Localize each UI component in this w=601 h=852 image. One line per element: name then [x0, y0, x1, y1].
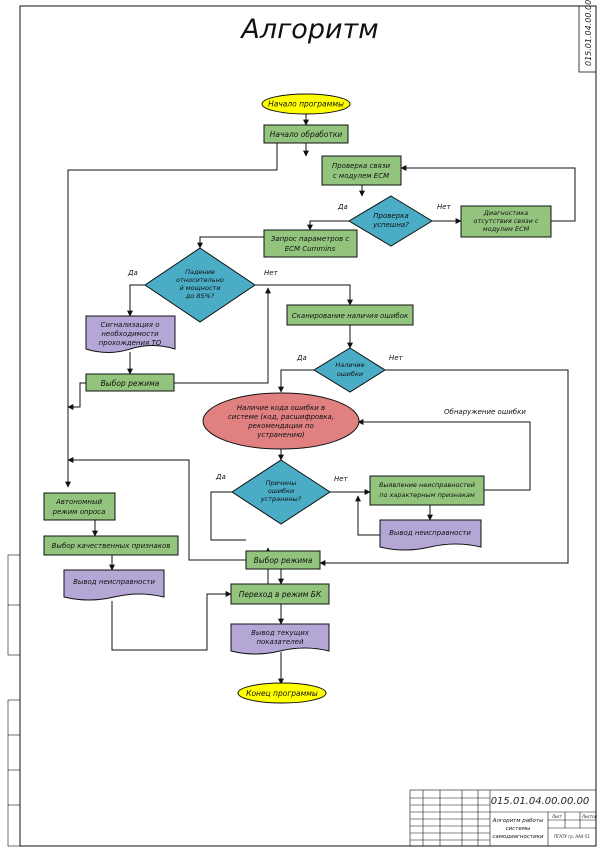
- diag-no-link-line-1: Диагностика: [483, 209, 528, 217]
- error-code-line-4: устранению): [256, 431, 305, 439]
- title-block-doc-code: 015.01.04.00.00.00: [491, 796, 590, 807]
- output-current-document: [230, 623, 330, 655]
- causes-fixed-line-1: Причины: [266, 479, 297, 487]
- check-link-line-2: с модулем ECM: [333, 172, 389, 180]
- title-block-sheet-label: Лист: [551, 814, 563, 819]
- title-block-sheets-label: Листов: [581, 814, 598, 819]
- edge-label-yes-2: Да: [127, 269, 138, 277]
- left-stamp-strip: [7, 554, 21, 847]
- signal-to-line-1: Сигнализация о: [100, 321, 159, 329]
- signal-to-line-2: необходимости: [101, 330, 159, 338]
- mode-select-1-box: [85, 373, 175, 392]
- auto-poll-line-2: режим опроса: [52, 508, 106, 516]
- edge-label-yes-causes: Да: [215, 473, 226, 481]
- power-drop-decision: [144, 247, 256, 323]
- error-code-line-1: Наличие кода ошибки в: [237, 404, 325, 412]
- output-fault-right-label: Вывод неисправности: [389, 529, 471, 537]
- output-fault-left-label: Вывод неисправности: [73, 578, 155, 586]
- causes-fixed-line-3: устранены?: [260, 495, 302, 503]
- quality-select-box: [43, 535, 179, 556]
- causes-fixed-line-2: ошибки: [268, 487, 294, 495]
- has-errors-decision: [313, 347, 386, 393]
- diag-no-link-line-2: отсутствия связи с: [474, 217, 539, 225]
- end-label: Конец программы: [246, 689, 318, 698]
- error-code-line-3: рекомендации по: [247, 422, 314, 430]
- power-drop-line-3: й мощности: [179, 284, 220, 292]
- signal-to-document: [85, 315, 176, 353]
- diag-no-link-box: [460, 205, 552, 238]
- error-code-node: [202, 392, 360, 450]
- check-success-line-1: Проверка: [373, 212, 408, 220]
- end-terminal: [237, 682, 327, 704]
- mode-select-1-label: Выбор режима: [101, 379, 160, 388]
- output-current-line-2: показателей: [256, 638, 304, 646]
- has-errors-line-1: Наличие: [335, 361, 364, 369]
- edge-label-no-4: Нет: [334, 475, 349, 483]
- request-params-line-1: Запрос параметров с: [271, 235, 349, 243]
- signal-to-line-3: прохождения ТО: [99, 339, 162, 347]
- scan-errors-box: [286, 304, 414, 326]
- mode-select-2-box: [245, 550, 321, 570]
- request-params-line-2: ECM Cummins: [285, 245, 336, 253]
- power-drop-line-1: Падение: [185, 268, 215, 276]
- title-block: [409, 789, 597, 847]
- page-title: Алгоритм: [239, 14, 378, 45]
- identify-fault-box: [369, 475, 485, 506]
- drawing-frame: [19, 5, 597, 847]
- identify-fault-line-1: Выявление неисправностей: [379, 481, 475, 489]
- begin-processing-label: Начало обработки: [270, 130, 343, 139]
- title-block-org: ПГАТУ гр. ААХ-51: [554, 834, 590, 839]
- mode-select-2-label: Выбор режима: [254, 556, 313, 565]
- identify-fault-line-2: по характерным признакам: [379, 491, 475, 499]
- title-block-name-line-1: Алгоритм работы: [492, 818, 545, 824]
- check-success-decision: [348, 195, 433, 247]
- auto-poll-line-1: Автономный: [55, 498, 103, 506]
- check-link-box: [321, 155, 402, 186]
- edge-label-yes-3: Да: [296, 354, 307, 362]
- corner-code-box: [578, 5, 597, 73]
- edge-label-error-detected: Обнаружение ошибки: [444, 408, 526, 416]
- has-errors-line-2: ошибки: [337, 370, 363, 378]
- title-block-name-line-2: системы: [506, 826, 531, 832]
- corner-doc-code: 015.01.04.00.00.00: [584, 0, 593, 66]
- to-bk-label: Переход в режим БК: [239, 590, 322, 599]
- error-code-line-2: системе (код, расшифровка,: [228, 413, 334, 421]
- begin-processing-box: [263, 124, 349, 144]
- edge-label-no-2: Нет: [264, 269, 279, 277]
- edge-label-yes-1: Да: [337, 203, 348, 211]
- to-bk-box: [230, 583, 330, 605]
- diag-no-link-line-3: модулем ECM: [483, 225, 530, 233]
- power-drop-line-2: относительно: [176, 276, 224, 284]
- check-link-line-1: Проверка связи: [332, 162, 391, 170]
- edge-label-no-3: Нет: [389, 354, 404, 362]
- output-current-line-1: Вывод текущих: [251, 629, 310, 637]
- quality-select-label: Выбор качественных признаков: [52, 542, 171, 550]
- check-success-line-2: успешна?: [372, 221, 409, 229]
- edge-label-no-1: Нет: [437, 203, 452, 211]
- auto-poll-box: [43, 492, 116, 521]
- output-fault-right-document: [379, 519, 482, 551]
- connectors: [65, 113, 576, 685]
- scan-errors-label: Сканирование наличия ошибок: [292, 312, 409, 320]
- start-terminal: [261, 93, 351, 115]
- title-block-name-line-3: самодиагностики: [492, 834, 544, 840]
- causes-fixed-decision: [231, 459, 331, 525]
- start-label: Начало программы: [268, 100, 344, 109]
- power-drop-line-4: до 85%?: [185, 292, 215, 300]
- output-fault-left-document: [63, 569, 165, 601]
- request-params-box: [263, 229, 358, 258]
